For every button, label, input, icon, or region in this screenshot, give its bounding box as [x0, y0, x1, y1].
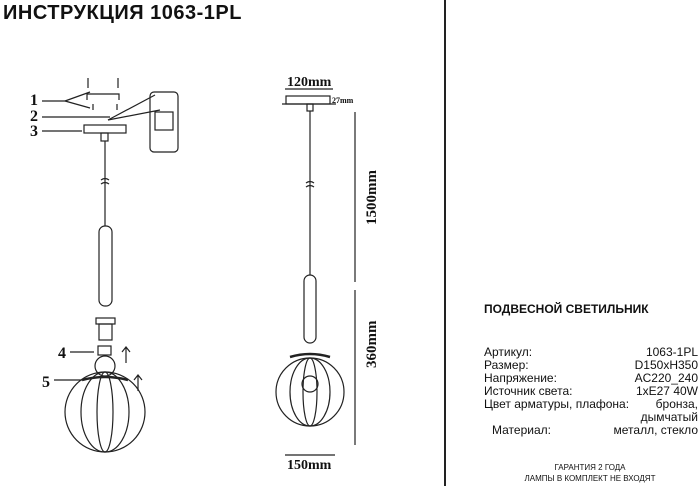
spec-label: Напряжение:	[484, 371, 557, 385]
spec-row: дымчатый	[484, 411, 698, 424]
callout-3: 3	[30, 123, 38, 140]
spec-label: Цвет арматуры, плафона:	[484, 397, 630, 411]
callout-1: 1	[30, 92, 38, 109]
spec-value: 1063-1PL	[645, 345, 698, 359]
spec-label: Размер:	[484, 358, 529, 372]
spec-value: дымчатый	[640, 410, 698, 424]
dim-canopy-width: 120mm	[287, 75, 332, 90]
spec-row: Цвет арматуры, плафона: бронза,	[484, 398, 698, 411]
spec-row: Напряжение: AC220_240	[484, 372, 698, 385]
spec-value: металл, стекло	[613, 423, 698, 437]
dim-canopy-height: 27mm	[332, 96, 354, 105]
spec-label: Материал:	[492, 423, 551, 437]
callout-4: 4	[58, 345, 66, 362]
spec-row: Источник света: 1xE27 40W	[484, 385, 698, 398]
divider	[444, 0, 446, 486]
dimension-view: 120mm 27mm 1500mm 360mm 150mm	[275, 75, 380, 473]
dim-diameter: 150mm	[287, 458, 332, 473]
spec-row: Артикул: 1063-1PL	[484, 346, 698, 359]
callout-2: 2	[30, 108, 38, 125]
callout-5: 5	[42, 374, 50, 391]
page-title: ИНСТРУКЦИЯ 1063-1PL	[3, 2, 242, 24]
product-type: ПОДВЕСНОЙ СВЕТИЛЬНИК	[484, 302, 649, 316]
lamps-note: ЛАМПЫ В КОМПЛЕКТ НЕ ВХОДЯТ	[524, 474, 656, 483]
spec-row: Материал: металл, стекло	[492, 424, 698, 437]
warranty-note: ГАРАНТИЯ 2 ГОДА	[554, 463, 626, 472]
spec-value: D150xH350	[634, 358, 698, 372]
dim-height: 360mm	[364, 320, 380, 368]
exploded-view: 1 2 3 4 5	[30, 78, 179, 453]
dim-cable-length: 1500mm	[364, 170, 380, 225]
spec-value: бронза,	[655, 397, 698, 411]
assembly-drawing: 1 2 3 4 5 120mm 27mm 1 5	[30, 75, 380, 473]
spec-row: Размер: D150xH350	[484, 359, 698, 372]
spec-label: Источник света:	[484, 384, 573, 398]
spec-value: AC220_240	[634, 371, 698, 385]
spec-label: Артикул:	[484, 345, 533, 359]
spec-value: 1xE27 40W	[635, 384, 698, 398]
